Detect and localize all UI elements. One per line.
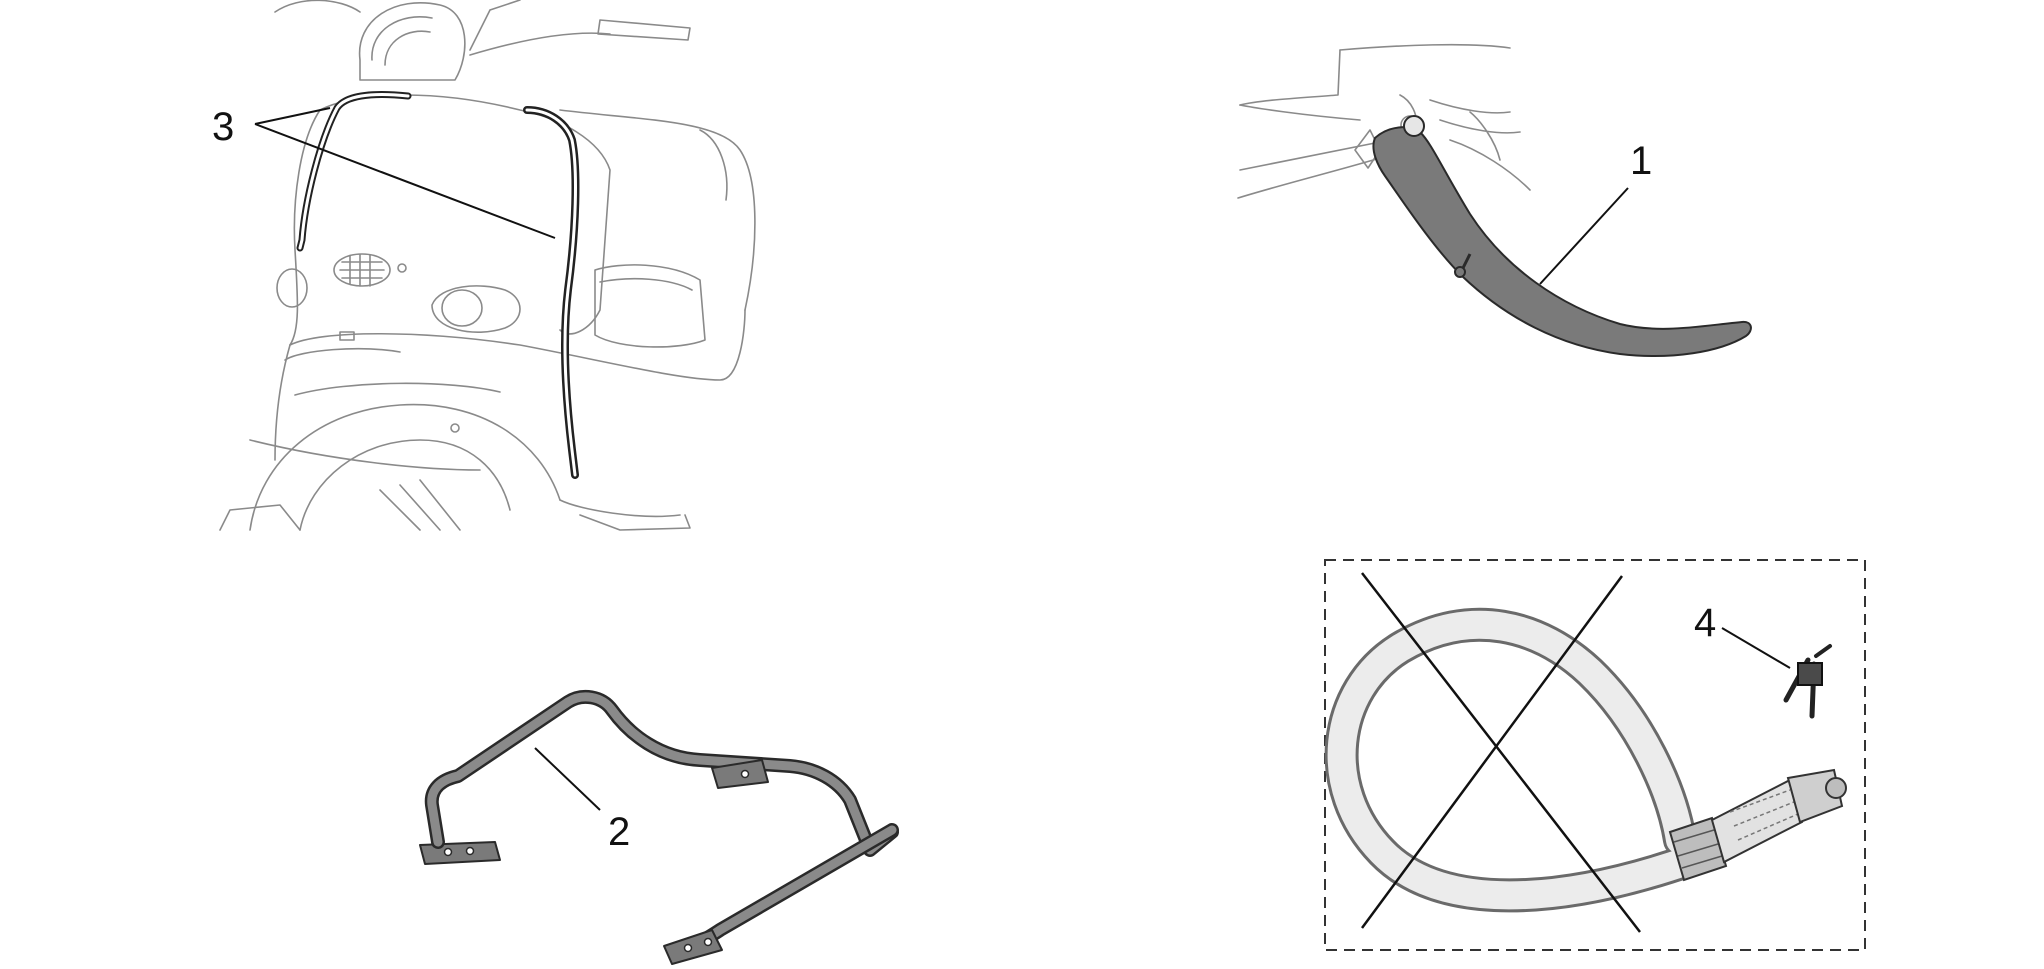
leg-shield-trim-parts	[296, 91, 580, 479]
callout-1: 1	[1630, 139, 1652, 183]
scooter-front-icon	[219, 0, 756, 531]
rear-rack-illustration: 2	[419, 689, 899, 965]
callout-4-leader	[1721, 627, 1791, 669]
side-stand-icon	[1372, 115, 1752, 357]
cross-out-mark	[1360, 572, 1641, 933]
callout-3: 3	[212, 105, 234, 149]
cable-lock-illustration: 4	[1324, 559, 1866, 951]
key-icon	[1783, 644, 1832, 719]
callout-2-leader	[534, 747, 601, 811]
callout-1-leader	[1539, 187, 1629, 285]
callout-2: 2	[608, 810, 630, 854]
scooter-front-illustration: 3	[212, 0, 756, 531]
callout-3-leaders	[254, 107, 556, 239]
side-stand-illustration: 1	[1237, 43, 1752, 357]
cable-lock-icon	[1324, 607, 1847, 913]
rear-rack-icon	[419, 689, 899, 965]
callout-4: 4	[1694, 601, 1716, 645]
